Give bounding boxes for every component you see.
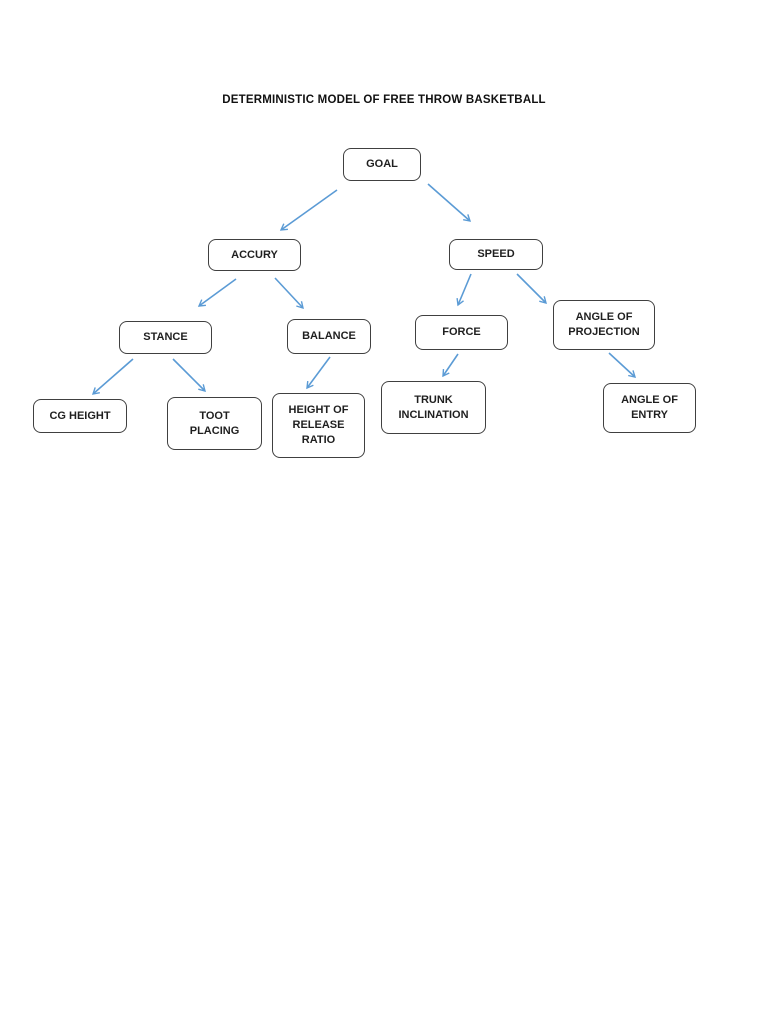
arrow-balance-to-height-of-release-ratio xyxy=(306,356,331,390)
node-trunk-inclination: TRUNK INCLINATION xyxy=(381,381,486,434)
node-cg-height: CG HEIGHT xyxy=(33,399,127,433)
arrow-stance-to-toot-placing xyxy=(172,358,206,392)
node-speed: SPEED xyxy=(449,239,543,270)
node-toot-placing: TOOT PLACING xyxy=(167,397,262,450)
node-height-of-release-ratio: HEIGHT OF RELEASE RATIO xyxy=(272,393,365,458)
node-force: FORCE xyxy=(415,315,508,350)
arrow-force-to-trunk-inclination xyxy=(442,353,459,378)
arrow-accury-to-stance xyxy=(197,278,237,307)
node-angle-of-projection: ANGLE OF PROJECTION xyxy=(553,300,655,350)
arrow-speed-to-angle-of-projection xyxy=(516,273,547,304)
node-angle-of-entry: ANGLE OF ENTRY xyxy=(603,383,696,433)
diagram-title: DETERMINISTIC MODEL OF FREE THROW BASKET… xyxy=(222,94,546,106)
node-stance: STANCE xyxy=(119,321,212,354)
node-balance: BALANCE xyxy=(287,319,371,354)
node-goal: GOAL xyxy=(343,148,421,181)
arrow-speed-to-force xyxy=(456,273,472,307)
arrow-goal-to-accury xyxy=(279,189,338,231)
arrow-goal-to-speed xyxy=(427,183,472,222)
arrow-accury-to-balance xyxy=(274,277,304,310)
node-accury: ACCURY xyxy=(208,239,301,271)
arrow-stance-to-cg-height xyxy=(91,358,134,395)
arrow-angle-of-projection-to-angle-of-entry xyxy=(608,352,637,378)
